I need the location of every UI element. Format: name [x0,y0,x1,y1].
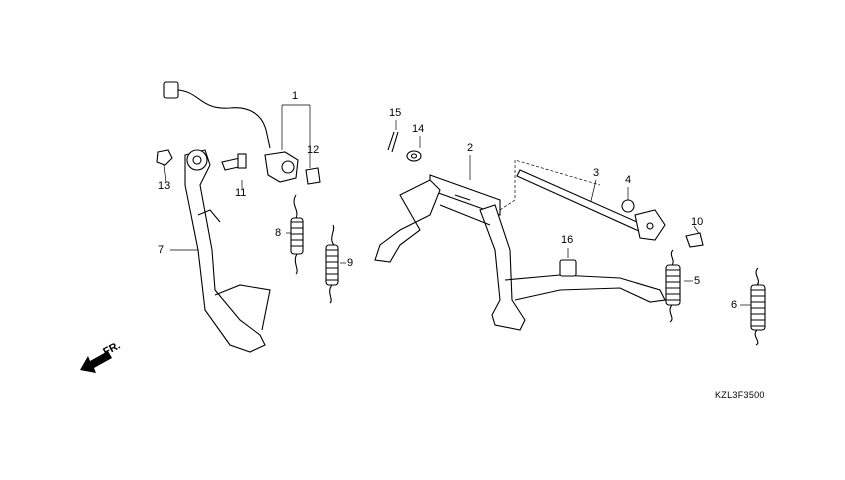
callout-8: 8 [275,227,282,239]
callout-13: 13 [158,180,171,192]
diagram-code: KZL3F3500 [715,390,765,400]
callout-5: 5 [694,275,701,287]
part-16-stopper [559,259,577,277]
callout-16: 16 [561,234,574,246]
callout-3: 3 [593,167,600,179]
part-3-shaft [516,169,656,238]
part-7-arm [184,149,271,353]
part-2-main-stand [374,174,666,331]
part-10-bolt [685,232,704,248]
part-11-bolt [221,153,247,171]
callout-15: 15 [389,107,402,119]
callout-9: 9 [347,257,354,269]
callout-11: 11 [235,187,247,199]
callout-10: 10 [691,216,704,228]
callout-14: 14 [412,123,425,135]
callout-7: 7 [158,244,165,256]
callout-12: 12 [307,144,320,156]
callout-1: 1 [292,90,299,102]
part-1-sensor [163,81,299,183]
part-bracket [634,209,666,241]
callout-6: 6 [731,299,738,311]
part-12-bolt [305,167,321,185]
part-13-nut [156,149,173,166]
leader-lines [163,104,752,306]
part-6-spring [750,267,766,346]
part-4-collar [621,199,635,213]
part-9-spring [325,224,339,304]
part-14-washer [406,150,422,162]
callout-4: 4 [625,174,632,186]
front-direction-arrow-icon [80,351,112,373]
callout-2: 2 [467,142,474,154]
part-5-spring [665,249,681,323]
part-15-pin [387,131,399,153]
part-8-spring [290,194,304,275]
